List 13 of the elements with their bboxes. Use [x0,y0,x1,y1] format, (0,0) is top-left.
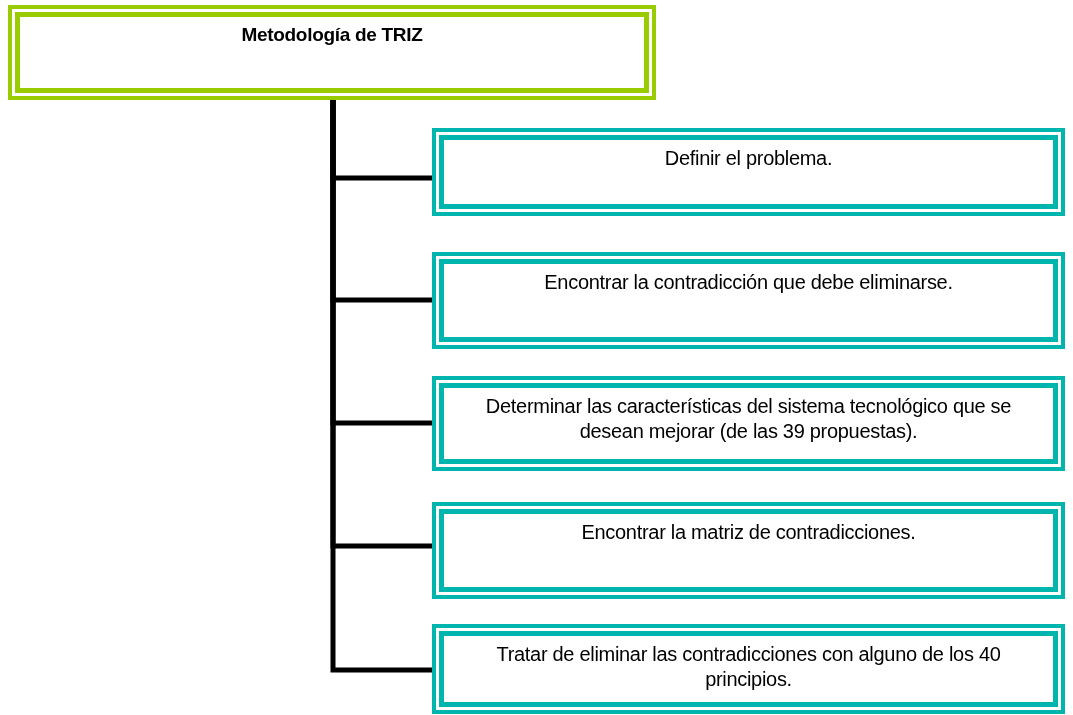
step-box [8,5,656,100]
step-box [432,624,1065,714]
step-text: Tratar de eliminar las contradicciones con alguno de los 40 principios. [495,642,1002,692]
title-text: Metodología de TRIZ [241,23,423,47]
step-text: Definir el problema. [664,146,833,171]
step-box [432,252,1065,349]
step-text: Encontrar la contradicción que debe eliminarse. [544,270,953,295]
step-box [432,502,1065,599]
step-box [432,128,1065,216]
connector-line [330,100,432,673]
step-text: Determinar las características del sistema tecnológico que se desean mejorar (de las 39 propuestas). [484,394,1013,444]
step-text: Encontrar la matriz de contradicciones. [581,520,916,545]
step-box [432,376,1065,471]
